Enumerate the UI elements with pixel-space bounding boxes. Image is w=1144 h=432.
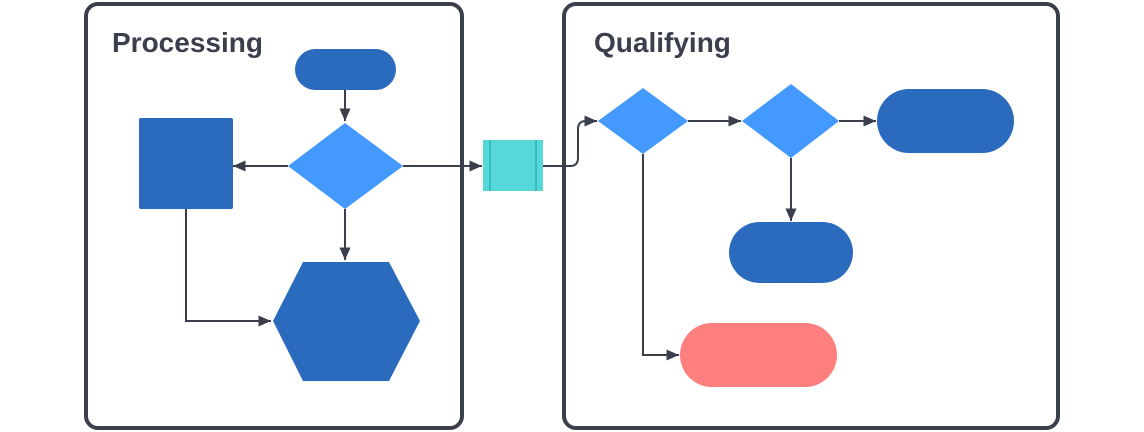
decision-diamond-processing [288, 123, 403, 209]
edge-decision1-to-end-bottom [642, 154, 679, 361]
lane-processing-title: Processing [112, 27, 263, 58]
terminator-end-middle [729, 222, 853, 283]
terminator-end-bottom [680, 323, 837, 387]
decision-diamond-qualifying-2 [742, 84, 839, 158]
edge-process-to-preparation [185, 209, 271, 327]
predefined-process-link [483, 140, 543, 191]
lane-qualifying-title: Qualifying [594, 27, 731, 58]
preparation-hexagon [273, 262, 420, 381]
terminator-end-right [877, 89, 1014, 153]
process-block [139, 118, 233, 209]
lane-qualifying-frame [562, 2, 1060, 430]
lane-processing-frame [84, 2, 464, 430]
predefined-process-body [483, 140, 543, 191]
decision-diamond-qualifying-1 [598, 88, 688, 154]
edge-subprocess-to-qualifying [543, 115, 597, 167]
terminator-start [295, 49, 396, 90]
